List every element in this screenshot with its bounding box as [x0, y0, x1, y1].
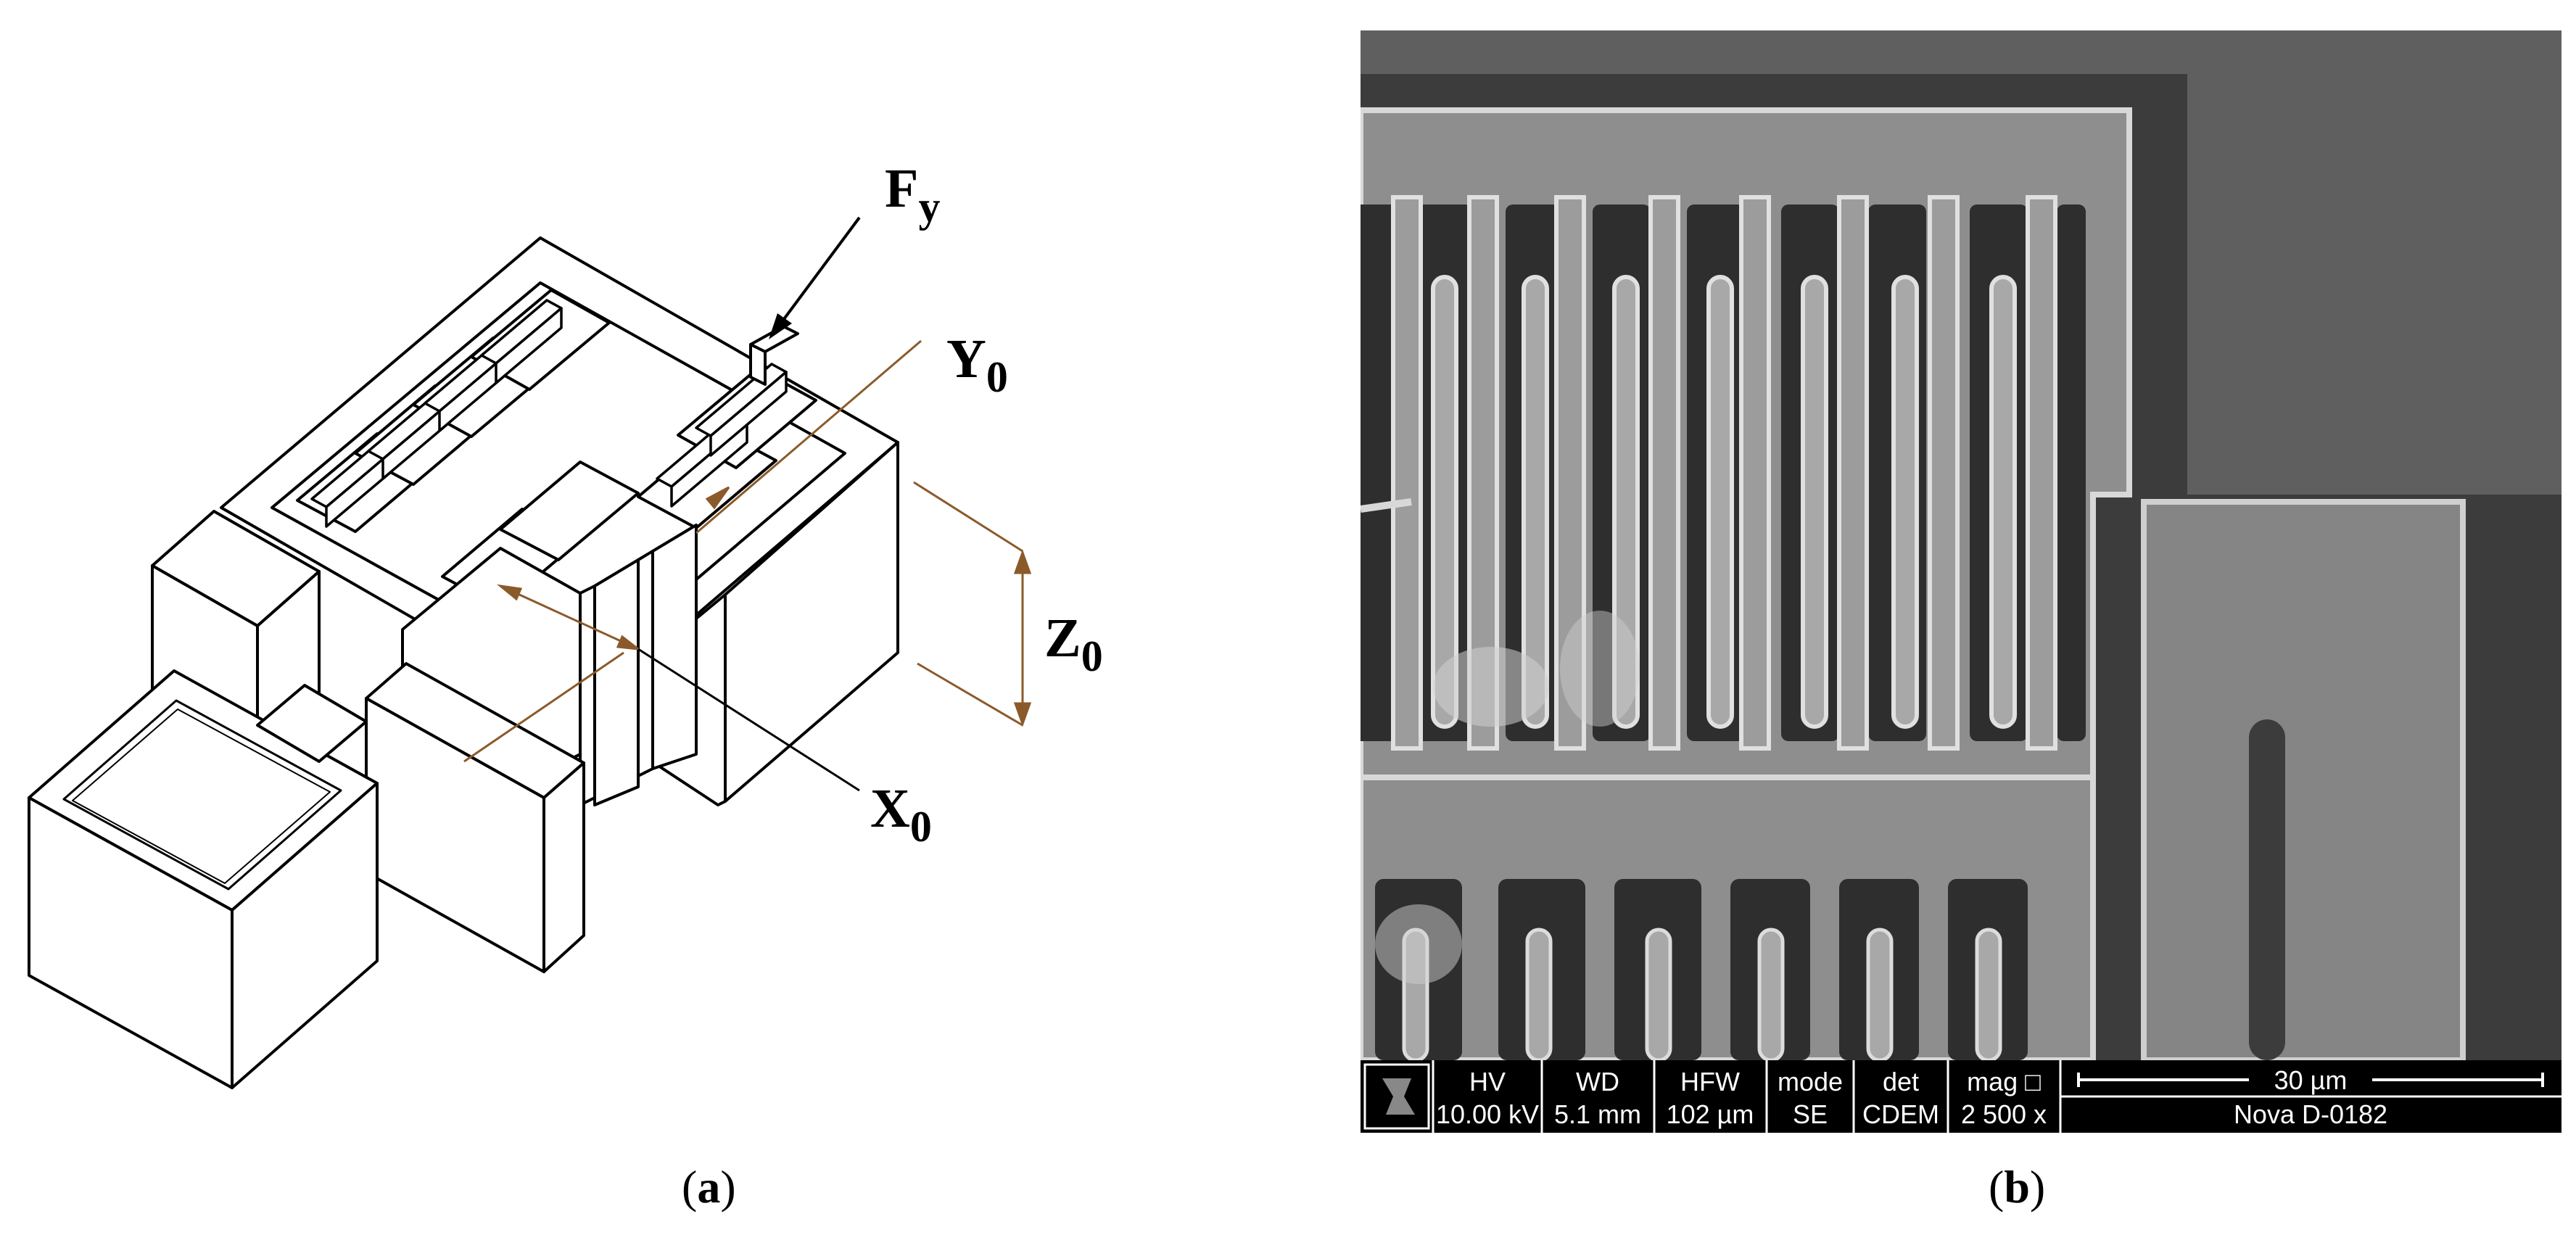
y-axis-label: Y [946, 329, 986, 389]
sem-info-bar: HV 10.00 kV WD 5.1 mm HFW 102 µm mode SE… [1361, 1060, 2561, 1133]
sem-image: HV 10.00 kV WD 5.1 mm HFW 102 µm mode SE… [1361, 30, 2561, 1133]
schematic-drawing: Fy Y0 Z0 X0 [28, 158, 1103, 1089]
pad-cube-side [231, 782, 379, 1089]
det-header: det [1883, 1067, 1919, 1096]
hfw-header: HFW [1680, 1067, 1740, 1096]
hfw-value: 102 µm [1667, 1099, 1754, 1129]
scale-bar-label: 30 µm [2274, 1065, 2348, 1095]
wd-header: WD [1576, 1067, 1619, 1096]
logo-icon [1382, 1078, 1415, 1115]
mag-header: mag □ [1967, 1067, 2041, 1096]
mode-value: SE [1793, 1099, 1828, 1129]
caption-a: (a) [682, 1161, 736, 1213]
svg-text:Y0: Y0 [946, 329, 1008, 401]
svg-text:Fy: Fy [885, 158, 940, 231]
comb-drive-schematic: Fy Y0 Z0 X0 [0, 0, 1276, 1131]
svg-text:Z0: Z0 [1044, 608, 1103, 680]
instrument-id: Nova D-0182 [2234, 1099, 2387, 1129]
svg-text:X0: X0 [870, 778, 932, 851]
mode-header: mode [1778, 1067, 1843, 1096]
axis-labels: Fy Y0 Z0 X0 [870, 158, 1103, 851]
dimension-lines [463, 339, 1032, 792]
wd-value: 5.1 mm [1554, 1099, 1641, 1129]
det-value: CDEM [1862, 1099, 1939, 1129]
force-label: F [885, 158, 918, 219]
tether-beam [256, 684, 368, 763]
pad-slot [2249, 719, 2285, 1060]
hv-header: HV [1469, 1067, 1506, 1096]
sem-micrograph: HV 10.00 kV WD 5.1 mm HFW 102 µm mode SE… [1361, 30, 2561, 1133]
comb-fingers [310, 299, 788, 528]
block-b-side [542, 761, 585, 973]
force-post-side [749, 343, 767, 386]
instrument-logo [1363, 1063, 1430, 1130]
caption-b: (b) [1989, 1161, 2046, 1213]
x-axis-label: X [870, 778, 910, 839]
hv-value: 10.00 kV [1436, 1099, 1539, 1129]
mag-value: 2 500 x [1961, 1099, 2047, 1129]
z-axis-label: Z [1044, 608, 1081, 669]
force-arrow [769, 216, 861, 339]
upper-fingers [1391, 195, 2057, 751]
lower-comb [1375, 879, 2028, 1060]
scale-bar: 30 µm [2077, 1065, 2544, 1095]
fixed-pad [2141, 499, 2466, 1063]
